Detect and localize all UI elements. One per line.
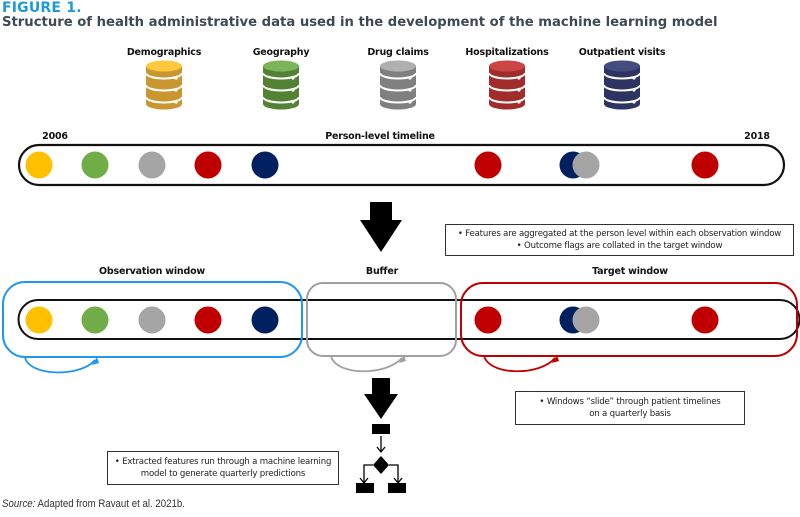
database-icon — [488, 60, 526, 110]
window-timeline-right-cap — [779, 299, 800, 340]
event-dot-drug-claims — [572, 151, 600, 179]
source-prefix: Source: — [2, 498, 36, 510]
ml-model-flowchart-icon — [356, 378, 406, 493]
event-dot-geography — [81, 151, 109, 179]
event-dot-outpatient — [251, 151, 279, 179]
database-label-outpatient-visits: Outpatient visits — [578, 47, 666, 58]
person-timeline-track — [17, 143, 786, 187]
event-dot-hospitalization — [474, 151, 502, 179]
event-dot-geography — [81, 306, 109, 334]
target-slide-arrowhead-icon — [552, 355, 559, 363]
database-icon — [603, 60, 641, 110]
buffer-window-frame — [306, 282, 457, 357]
database-icon — [379, 60, 417, 110]
event-dot-hospitalization — [194, 306, 222, 334]
event-dot-hospitalization — [474, 306, 502, 334]
buffer-slide-arrowhead-icon — [399, 355, 406, 363]
timeline-events — [25, 151, 719, 179]
target-window-label: Target window — [592, 266, 668, 277]
figure-title: Structure of health administrative data … — [2, 15, 718, 30]
window-timeline-events — [25, 306, 719, 334]
database-icons — [145, 60, 641, 110]
observation-window-label: Observation window — [99, 266, 205, 277]
target-slide-arrow — [483, 355, 556, 373]
observation-window-frame — [2, 281, 303, 358]
figure-label: FIGURE 1. — [2, 0, 82, 16]
event-dot-outpatient — [251, 306, 279, 334]
event-dot-drug-claims — [138, 306, 166, 334]
buffer-slide-arrow — [330, 355, 403, 373]
target-window-frame — [460, 282, 798, 357]
event-dot-demographics — [25, 306, 53, 334]
database-label-demographics: Demographics — [126, 47, 202, 58]
window-timeline-left-cap — [17, 299, 39, 340]
sliding-note-line-2: on a quarterly basis — [589, 409, 671, 419]
database-icon — [145, 60, 183, 110]
down-arrow-icon — [364, 378, 398, 419]
timeline-title: Person-level timeline — [325, 131, 435, 142]
database-label-geography: Geography — [252, 47, 310, 58]
observation-slide-arrow — [24, 356, 96, 374]
aggregation-note: • Features are aggregated at the person … — [445, 224, 794, 256]
timeline-start-year: 2006 — [42, 131, 68, 142]
timeline-end-year: 2018 — [744, 131, 770, 142]
aggregation-note-line-1: • Features are aggregated at the person … — [457, 229, 782, 239]
buffer-label: Buffer — [365, 266, 399, 277]
observation-slide-arrowhead-icon — [92, 357, 99, 365]
sliding-windows-note: • Windows “slide” through patient timeli… — [515, 391, 745, 425]
event-dot-hospitalization — [691, 151, 719, 179]
event-dot-drug-claims — [138, 151, 166, 179]
event-dot-hospitalization — [194, 151, 222, 179]
aggregation-note-line-2: • Outcome flags are collated in the targ… — [516, 241, 723, 251]
ml-note-line-2: model to generate quarterly predictions — [140, 469, 306, 479]
database-label-hospitalizations: Hospitalizations — [465, 47, 549, 58]
ml-note-line-1: • Extracted features run through a machi… — [114, 457, 332, 467]
source-text: Adapted from Ravaut et al. 2021b. — [35, 498, 185, 510]
database-icon — [262, 60, 300, 110]
ml-model-note: • Extracted features run through a machi… — [107, 451, 339, 485]
event-dot-demographics — [25, 151, 53, 179]
source-note: Source: Adapted from Ravaut et al. 2021b… — [2, 498, 185, 510]
sliding-note-line-1: • Windows “slide” through patient timeli… — [539, 397, 721, 407]
event-dot-hospitalization — [691, 306, 719, 334]
event-dot-drug-claims — [572, 306, 600, 334]
down-arrow-icon — [360, 202, 402, 252]
database-label-drug-claims: Drug claims — [367, 47, 429, 58]
